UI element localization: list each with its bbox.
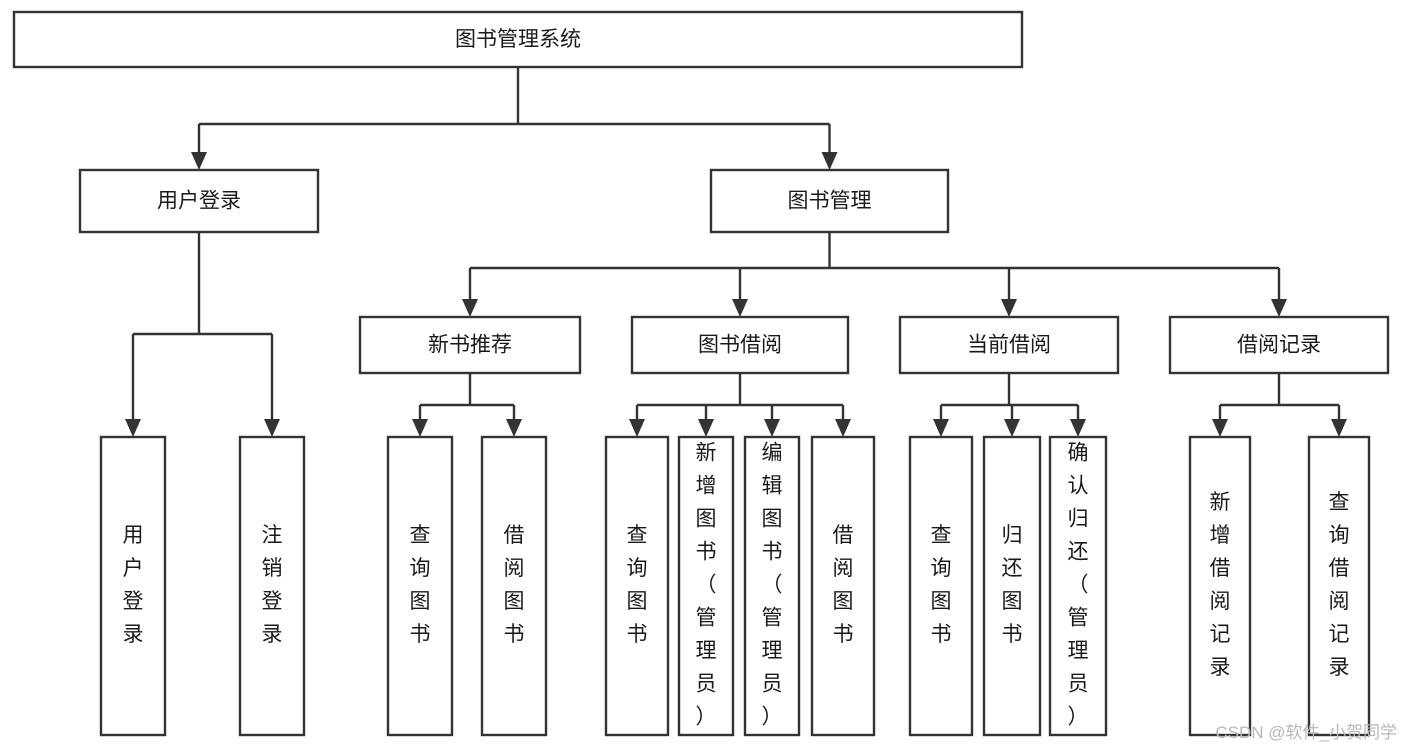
new-book-rec-branch-0-arrowhead — [412, 419, 428, 437]
book-admin-branch-1-arrowhead — [732, 299, 748, 317]
node-user-logout[interactable]: 注销登录 — [238, 435, 306, 737]
node-box-user-login — [78, 168, 320, 234]
node-book-borrow[interactable]: 图书借阅 — [630, 315, 850, 375]
node-bb-borrow-book[interactable]: 借阅图书 — [810, 435, 876, 737]
borrow-record-branch-0-arrowhead — [1212, 419, 1228, 437]
node-box-cb-confirm-return — [1048, 435, 1108, 737]
node-label-user-login-do: 用户登录 — [123, 524, 144, 646]
node-br-add-record[interactable]: 新增借阅记录 — [1188, 435, 1252, 737]
node-book-admin[interactable]: 图书管理 — [709, 168, 950, 234]
book-borrow-branch-2-arrowhead — [764, 419, 780, 437]
book-borrow-branch-3-arrowhead — [835, 419, 851, 437]
node-root[interactable]: 图书管理系统 — [12, 10, 1024, 69]
new-book-rec-branch-1-arrowhead — [506, 419, 522, 437]
current-borrow-branch-1-arrowhead — [1004, 419, 1020, 437]
current-borrow-branch-0-arrowhead — [933, 419, 949, 437]
node-box-bb-borrow-book — [810, 435, 876, 737]
node-nbr-borrow-book[interactable]: 借阅图书 — [480, 435, 548, 737]
root-branch-0-arrowhead — [191, 152, 207, 170]
node-label-root: 图书管理系统 — [455, 28, 581, 51]
node-borrow-record[interactable]: 借阅记录 — [1168, 315, 1390, 375]
book-admin-branch-0-arrowhead — [462, 299, 478, 317]
node-box-cb-return-book — [982, 435, 1042, 737]
borrow-record-branch-1-arrowhead — [1331, 419, 1347, 437]
node-label-bb-add-book: 新增图书（管理员） — [696, 442, 717, 729]
node-cb-return-book[interactable]: 归还图书 — [982, 435, 1042, 737]
node-box-borrow-record — [1168, 315, 1390, 375]
node-box-book-admin — [709, 168, 950, 234]
node-label-book-admin: 图书管理 — [788, 190, 872, 213]
node-label-br-add-record: 新增借阅记录 — [1210, 491, 1231, 679]
node-box-root — [12, 10, 1024, 69]
node-label-nbr-borrow-book: 借阅图书 — [504, 524, 525, 646]
node-label-bb-borrow-book: 借阅图书 — [833, 524, 854, 646]
node-box-nbr-query-book — [386, 435, 454, 737]
nodes-layer: 图书管理系统用户登录图书管理用户登录注销登录新书推荐查询图书借阅图书图书借阅查询… — [12, 10, 1390, 737]
node-label-user-login: 用户登录 — [157, 190, 241, 213]
node-cb-query-book[interactable]: 查询图书 — [908, 435, 974, 737]
node-bb-edit-book[interactable]: 编辑图书（管理员） — [743, 435, 801, 737]
user-login-branch-0-arrowhead — [125, 419, 141, 437]
node-label-br-query-record: 查询借阅记录 — [1329, 491, 1350, 679]
node-label-new-book-rec: 新书推荐 — [428, 334, 512, 357]
node-user-login-do[interactable]: 用户登录 — [99, 435, 167, 737]
node-box-book-borrow — [630, 315, 850, 375]
node-box-br-add-record — [1188, 435, 1252, 737]
node-label-current-borrow: 当前借阅 — [967, 334, 1051, 357]
node-box-current-borrow — [898, 315, 1120, 375]
node-box-nbr-borrow-book — [480, 435, 548, 737]
node-bb-add-book[interactable]: 新增图书（管理员） — [677, 435, 735, 737]
book-admin-branch-2-arrowhead — [1001, 299, 1017, 317]
node-label-user-logout: 注销登录 — [262, 524, 283, 646]
node-label-cb-return-book: 归还图书 — [1002, 524, 1023, 646]
node-current-borrow[interactable]: 当前借阅 — [898, 315, 1120, 375]
node-label-bb-query-book: 查询图书 — [627, 524, 648, 646]
node-label-nbr-query-book: 查询图书 — [410, 524, 431, 646]
node-bb-query-book[interactable]: 查询图书 — [604, 435, 670, 737]
user-login-branch-1-arrowhead — [264, 419, 280, 437]
node-label-book-borrow: 图书借阅 — [698, 334, 782, 357]
node-box-br-query-record — [1307, 435, 1371, 737]
node-box-bb-edit-book — [743, 435, 801, 737]
node-box-bb-query-book — [604, 435, 670, 737]
book-borrow-branch-1-arrowhead — [698, 419, 714, 437]
node-user-login[interactable]: 用户登录 — [78, 168, 320, 234]
node-box-bb-add-book — [677, 435, 735, 737]
node-label-cb-query-book: 查询图书 — [931, 524, 952, 646]
book-admin-branch-3-arrowhead — [1271, 299, 1287, 317]
node-label-bb-edit-book: 编辑图书（管理员） — [762, 442, 783, 729]
node-box-new-book-rec — [358, 315, 582, 375]
node-box-cb-query-book — [908, 435, 974, 737]
node-label-cb-confirm-return: 确认归还（管理员） — [1068, 442, 1089, 729]
node-label-borrow-record: 借阅记录 — [1237, 334, 1321, 357]
current-borrow-branch-2-arrowhead — [1070, 419, 1086, 437]
node-cb-confirm-return[interactable]: 确认归还（管理员） — [1048, 435, 1108, 737]
node-br-query-record[interactable]: 查询借阅记录 — [1307, 435, 1371, 737]
root-branch-1-arrowhead — [821, 152, 838, 170]
node-nbr-query-book[interactable]: 查询图书 — [386, 435, 454, 737]
node-box-user-logout — [238, 435, 306, 737]
connectors-layer — [125, 67, 1347, 437]
node-new-book-rec[interactable]: 新书推荐 — [358, 315, 582, 375]
node-box-user-login-do — [99, 435, 167, 737]
book-borrow-branch-0-arrowhead — [629, 419, 645, 437]
